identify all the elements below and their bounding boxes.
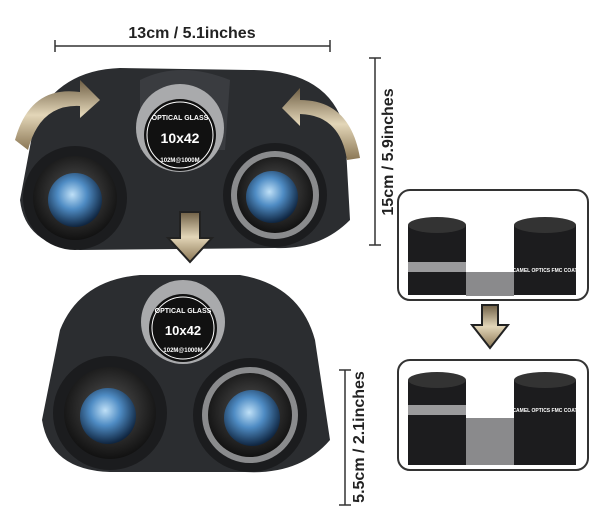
down-arrow-icon	[165, 211, 215, 264]
height-label: 15cm / 5.9inches	[380, 88, 397, 215]
left-lens	[48, 173, 102, 227]
svg-text:10x42: 10x42	[165, 323, 201, 338]
binoculars-open: OPTICAL GLASS 10x42 102M@1000M	[15, 68, 360, 250]
focus-wheel: OPTICAL GLASS 10x42 102M@1000M	[136, 84, 224, 172]
height-dimension: 15cm / 5.9inches	[369, 57, 397, 246]
binoculars-folded: OPTICAL GLASS 10x42 102M@1000M	[42, 275, 330, 473]
focus-wheel: OPTICAL GLASS 10x42 102M@1000M	[141, 280, 225, 364]
svg-text:10x42: 10x42	[161, 130, 200, 146]
folded-label: 5.5cm / 2.1inches	[351, 371, 368, 503]
svg-text:USCAMEL OPTICS FMC COATED: USCAMEL OPTICS FMC COATED	[506, 408, 585, 414]
rotate-arrow-right-icon	[282, 88, 360, 160]
svg-text:OPTICAL GLASS: OPTICAL GLASS	[152, 115, 209, 122]
svg-text:102M@1000M: 102M@1000M	[163, 348, 202, 354]
side-view-folded: USCAMEL OPTICS FMC COATED	[397, 359, 589, 471]
folded-dimension: 5.5cm / 2.1inches	[339, 369, 368, 506]
svg-text:USCAMEL OPTICS FMC COATED: USCAMEL OPTICS FMC COATED	[506, 268, 585, 274]
right-lens	[246, 171, 298, 223]
rotate-arrow-left-icon	[15, 80, 100, 150]
svg-text:OPTICAL GLASS: OPTICAL GLASS	[155, 308, 212, 315]
width-dimension: 13cm / 5.1inches	[54, 25, 331, 52]
down-arrow-icon	[469, 304, 511, 350]
width-label: 13cm / 5.1inches	[128, 25, 255, 42]
svg-text:102M@1000M: 102M@1000M	[160, 158, 199, 164]
side-view-open: USCAMEL OPTICS FMC COATED	[397, 189, 589, 301]
